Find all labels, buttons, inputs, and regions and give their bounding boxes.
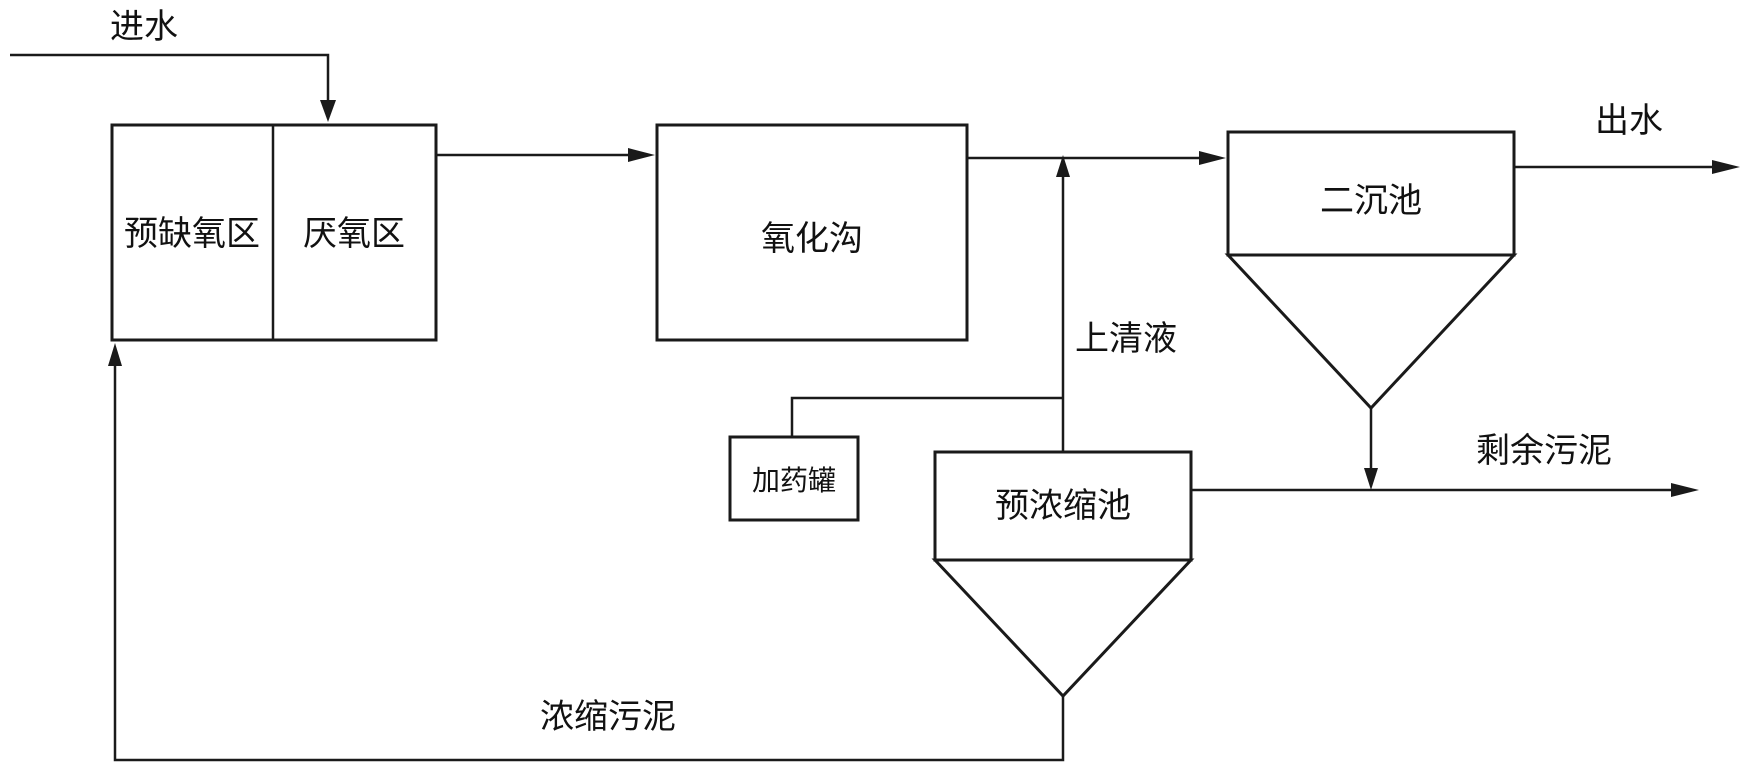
dosing-tank-label: 加药罐: [752, 464, 836, 497]
outlet-arrowhead: [1712, 160, 1740, 174]
bioreactor-to-ditch-arrowhead: [628, 148, 655, 162]
thickened-sludge-return-line: [113, 355, 1065, 762]
secondary-clarifier-hopper: [1224, 253, 1518, 411]
inlet-label: 进水: [110, 7, 178, 47]
pre-anoxic-zone-label: 预缺氧区: [124, 214, 260, 254]
dosing-feed-line: [790, 396, 1063, 437]
pre-thickener-label: 预浓缩池: [995, 486, 1131, 526]
anaerobic-zone-label: 厌氧区: [303, 214, 405, 254]
oxidation-ditch-box: [655, 123, 969, 342]
supernatant-arrowhead: [1056, 155, 1070, 177]
inlet-flow-line: [10, 53, 330, 112]
excess-sludge-arrowhead: [1671, 483, 1699, 497]
thickened-sludge-label: 浓缩污泥: [540, 697, 676, 737]
ditch-to-clarifier-arrowhead: [1199, 151, 1226, 165]
thickened-sludge-arrowhead: [108, 343, 122, 366]
excess-sludge-label: 剩余污泥: [1476, 431, 1612, 471]
clarifier-sludge-arrowhead: [1364, 468, 1378, 490]
inlet-arrowhead: [320, 100, 336, 122]
pre-thickener-box: [933, 450, 1193, 562]
supernatant-label: 上清液: [1075, 319, 1177, 359]
secondary-clarifier-label: 二沉池: [1320, 181, 1422, 221]
dosing-tank-box: [728, 435, 860, 522]
pre-thickener-hopper: [931, 558, 1195, 699]
outlet-label: 出水: [1595, 101, 1663, 141]
secondary-clarifier-box: [1226, 130, 1516, 257]
oxidation-ditch-label: 氧化沟: [761, 219, 863, 259]
